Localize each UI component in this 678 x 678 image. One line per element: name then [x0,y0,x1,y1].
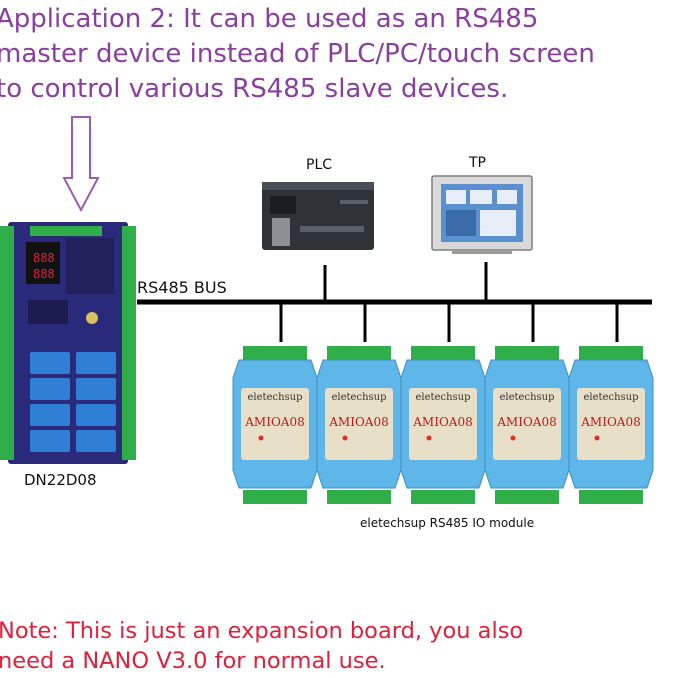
relay-block [30,404,70,426]
module-label-plate [241,388,309,460]
bottom-terminal-block [495,490,559,504]
svg-text:888: 888 [33,251,55,265]
headline-line-1: Application 2: It can be used as an RS48… [0,4,539,34]
relay-block [76,352,116,374]
headline-line-3: to control various RS485 slave devices. [0,74,509,104]
module-model-text: AMIOA08 [580,415,640,429]
module-brand-text: eletechsup [332,392,387,403]
relay-block [76,430,116,452]
relay-array [30,352,116,452]
plc-label: PLC [306,157,333,173]
headline: Application 2: It can be used as an RS48… [0,2,678,107]
top-terminal-block [495,346,559,360]
module-model-text: AMIOA08 [412,415,472,429]
module-label-plate [493,388,561,460]
module-brand-text: eletechsup [416,392,471,403]
module-brand-text: eletechsup [500,392,555,403]
tp-label: TP [469,155,486,171]
status-led [342,435,348,441]
svg-text:888: 888 [33,267,55,281]
relay-block [30,430,70,452]
module-brand-text: eletechsup [248,392,303,403]
module-model-text: AMIOA08 [244,415,304,429]
bottom-terminal-block [243,490,307,504]
io-module-caption: eletechsup RS485 IO module [360,516,535,530]
relay-block [76,378,116,400]
bottom-terminal-block [411,490,475,504]
bottom-terminal-block [579,490,643,504]
note: Note: This is just an expansion board, y… [0,616,678,676]
dn22d08-board-image: 888 888 [0,222,136,464]
note-line-2: need a NANO V3.0 for normal use. [0,648,386,674]
dn22d08-label: DN22D08 [24,471,97,489]
module-drop-lines [279,302,619,342]
module-model-text: AMIOA08 [328,415,388,429]
touch-panel-image [431,175,533,254]
module-label-plate [325,388,393,460]
top-terminal-block [327,346,391,360]
module-brand-text: eletechsup [584,392,639,403]
status-led [510,435,516,441]
io-module-row: eletechsupAMIOA08eletechsupAMIOA08eletec… [232,346,654,504]
module-label-plate [577,388,645,460]
relay-block [76,404,116,426]
note-line-1: Note: This is just an expansion board, y… [0,618,524,644]
top-terminal-block [411,346,475,360]
rs485-bus-label: RS485 BUS [137,278,227,297]
down-arrow-icon [62,116,100,213]
bottom-terminal-block [327,490,391,504]
plc-device-image [262,182,374,250]
status-led [594,435,600,441]
module-label-plate [409,388,477,460]
module-model-text: AMIOA08 [496,415,556,429]
status-led [258,435,264,441]
status-led [426,435,432,441]
top-terminal-block [243,346,307,360]
headline-line-2: master device instead of PLC/PC/touch sc… [0,39,595,69]
relay-block [30,378,70,400]
relay-block [30,352,70,374]
top-terminal-block [579,346,643,360]
